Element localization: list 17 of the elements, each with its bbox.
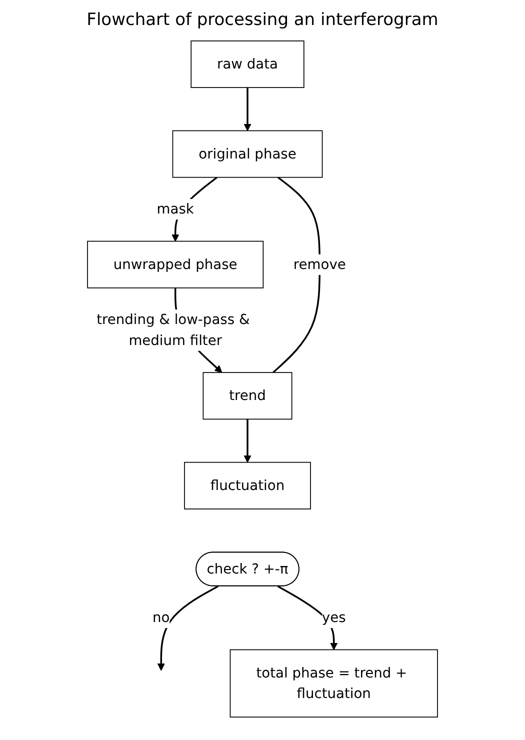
node-box: fluctuation xyxy=(184,462,311,510)
arrow xyxy=(244,88,252,132)
edge-label: mask xyxy=(156,200,194,218)
diagram-title: Flowchart of processing an interferogram xyxy=(86,10,440,30)
edge-label: yes xyxy=(322,609,346,626)
arrow xyxy=(244,419,252,463)
edge-label: remove xyxy=(293,256,346,272)
node-box: unwrapped phase xyxy=(87,240,264,288)
arrow xyxy=(157,586,219,671)
node-box: original phase xyxy=(172,130,323,178)
node-box: trend xyxy=(202,372,292,420)
node-box: total phase = trend + fluctuation xyxy=(230,649,438,718)
edge-label: trending & low-pass & medium filter xyxy=(96,311,250,348)
edge-label: no xyxy=(152,609,170,626)
connector xyxy=(272,176,321,374)
arrow xyxy=(277,586,338,650)
node-box: raw data xyxy=(190,40,304,88)
